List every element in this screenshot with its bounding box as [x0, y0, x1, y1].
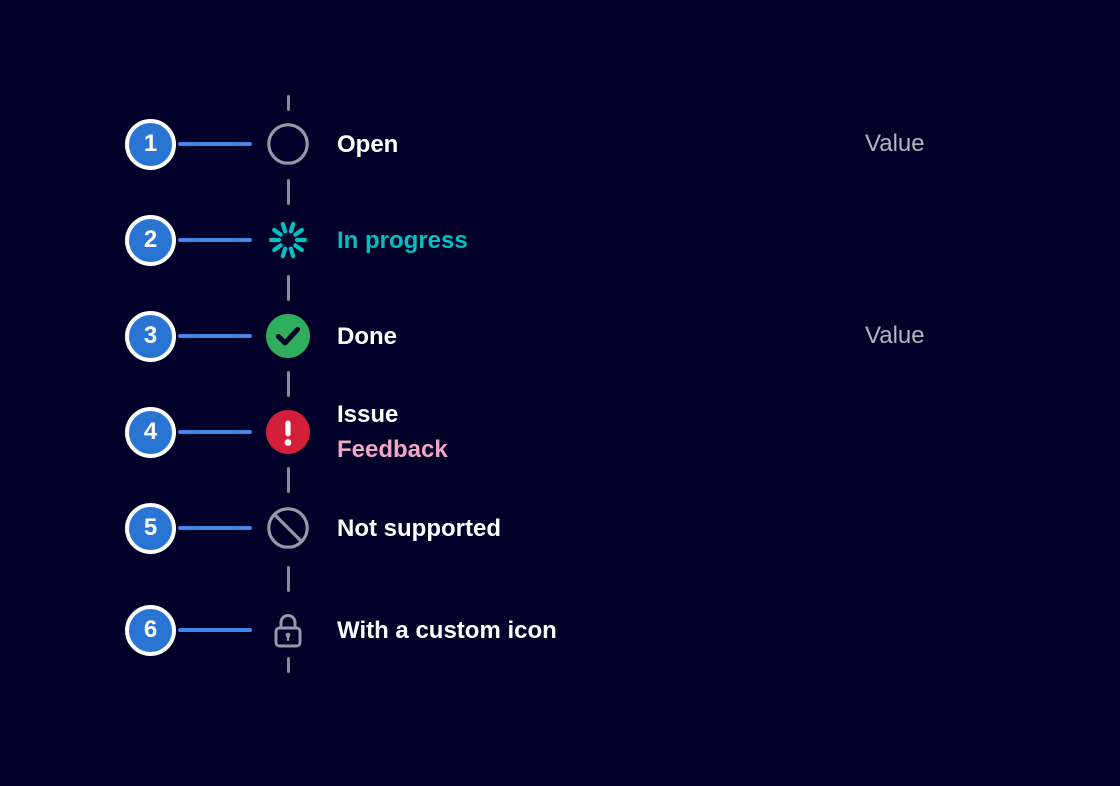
track-dash — [287, 657, 290, 673]
annotation-pointer-line — [178, 334, 252, 338]
annotation-pointer-line — [178, 430, 252, 434]
track-dash — [287, 467, 290, 493]
track-dash — [287, 566, 290, 592]
step-label: Done — [337, 322, 397, 350]
step-sublabel: Feedback — [337, 436, 448, 463]
error-circle-icon — [266, 410, 310, 454]
annotation-pointer-line — [178, 238, 252, 242]
step-item-issue[interactable]: 4 Issue Feedback — [0, 384, 1120, 480]
badge-number: 4 — [143, 418, 158, 445]
step-item-custom-icon[interactable]: 6 With a custom icon — [0, 582, 1120, 678]
annotation-pointer-line — [178, 628, 252, 632]
annotation-badge-5: 5 — [125, 502, 176, 554]
step-value: Value — [865, 130, 925, 157]
step-item-open[interactable]: 1 Open Value — [0, 96, 1120, 192]
annotation-pointer-line — [178, 142, 252, 146]
spinner-icon — [266, 218, 310, 262]
track-dash — [287, 275, 290, 301]
lock-icon — [266, 608, 310, 652]
step-label: Issue — [337, 401, 399, 428]
annotation-pointer-line — [178, 526, 252, 530]
annotation-badge-6: 6 — [125, 604, 176, 656]
step-item-in-progress[interactable]: 2 In progress — [0, 192, 1120, 288]
annotation-badge-3: 3 — [125, 310, 176, 362]
step-label: In progress — [337, 226, 468, 254]
step-label: Not supported — [337, 514, 501, 542]
step-value: Value — [865, 322, 925, 349]
blocked-icon — [266, 506, 310, 550]
badge-number: 2 — [143, 226, 158, 253]
step-item-not-supported[interactable]: 5 Not supported — [0, 480, 1120, 576]
track-dash — [287, 371, 290, 397]
annotation-badge-2: 2 — [125, 214, 176, 266]
badge-number: 5 — [143, 514, 158, 541]
step-label: Open — [337, 130, 399, 158]
track-dash — [287, 179, 290, 205]
badge-number: 6 — [143, 616, 158, 643]
badge-number: 1 — [143, 130, 158, 157]
annotation-badge-1: 1 — [125, 118, 176, 170]
check-circle-icon — [266, 314, 310, 358]
step-item-done[interactable]: 3 Done Value — [0, 288, 1120, 384]
step-label: With a custom icon — [337, 616, 557, 644]
badge-number: 3 — [143, 322, 158, 349]
track-dash — [287, 95, 290, 111]
circle-outline-icon — [266, 122, 310, 166]
annotation-badge-4: 4 — [125, 406, 176, 458]
